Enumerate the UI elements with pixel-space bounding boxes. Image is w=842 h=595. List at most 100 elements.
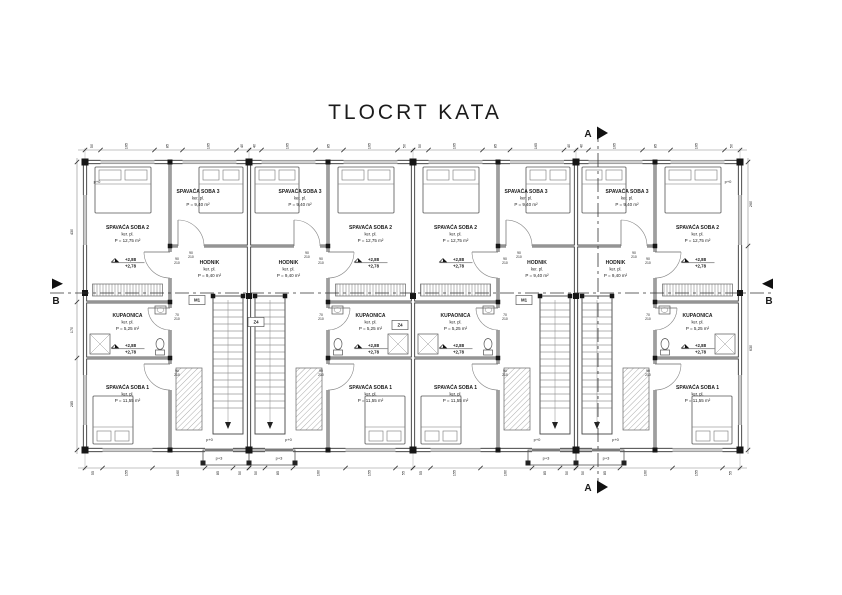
column bbox=[409, 446, 417, 454]
door-size-width: 70 bbox=[175, 313, 179, 317]
door-opening bbox=[167, 308, 173, 330]
level-symbol bbox=[443, 258, 447, 262]
dimension-tick bbox=[573, 147, 579, 153]
tag-label: M1 bbox=[521, 298, 528, 303]
column bbox=[652, 447, 658, 453]
dimension-label: 165 bbox=[286, 143, 290, 149]
column bbox=[246, 293, 252, 299]
door-swing bbox=[620, 219, 648, 247]
dimension-label: 50 bbox=[90, 144, 94, 148]
room-soba2-area: P = 12,75 m² bbox=[115, 238, 141, 243]
section-arrow-b-right bbox=[762, 278, 773, 289]
room-hodnik-finish: ker. pl. bbox=[203, 267, 215, 272]
toilet bbox=[155, 338, 165, 350]
dimension-label: 40 bbox=[240, 144, 244, 148]
dimension-tick bbox=[722, 147, 727, 153]
room-soba3-area: P = 9,40 m² bbox=[615, 202, 639, 207]
floor-mark: p+3 bbox=[543, 456, 551, 461]
level-upper: +2,88 bbox=[695, 343, 707, 348]
column bbox=[495, 447, 501, 453]
room-soba1-area: P = 11,55 m² bbox=[358, 398, 384, 403]
dimension-tick bbox=[480, 147, 485, 153]
section-label-b-right: B bbox=[765, 296, 772, 307]
sink-basin bbox=[156, 307, 165, 313]
column bbox=[652, 355, 658, 361]
dimension-label: 170 bbox=[70, 327, 74, 333]
level-upper: +2,88 bbox=[695, 257, 707, 262]
section-marker-a: A A bbox=[584, 126, 608, 494]
dimension-tick bbox=[557, 465, 563, 471]
room-kupaonica-name: KUPAONICA bbox=[356, 313, 386, 319]
door-opening bbox=[495, 364, 501, 390]
dimension-tick bbox=[426, 147, 431, 153]
dimension-label: 40 bbox=[567, 144, 571, 148]
pillow bbox=[452, 169, 476, 181]
level-symbol bbox=[685, 344, 689, 348]
door-size-height: 210 bbox=[631, 255, 637, 259]
dimension-tick bbox=[246, 465, 252, 471]
door-size-width: 90 bbox=[517, 251, 521, 255]
door-swing bbox=[177, 219, 205, 247]
room-soba1-area: P = 11,55 m² bbox=[443, 398, 469, 403]
dimension-tick bbox=[230, 465, 236, 471]
dimension-label: 165 bbox=[207, 143, 211, 149]
pillow bbox=[386, 430, 402, 442]
dimension-label: 160 bbox=[316, 470, 320, 476]
dimension-tick bbox=[737, 147, 743, 153]
level-symbol bbox=[443, 344, 447, 348]
dimension-tick bbox=[393, 465, 398, 471]
dimension-tick bbox=[234, 147, 239, 153]
dimension-tick bbox=[589, 465, 595, 471]
room-hodnik-finish: ker. pl. bbox=[282, 267, 294, 272]
door-opening bbox=[325, 252, 331, 278]
column bbox=[537, 293, 543, 299]
column bbox=[652, 243, 658, 249]
door-size-height: 210 bbox=[174, 261, 180, 265]
shower bbox=[714, 333, 736, 355]
room-kupaonica-finish: ker. pl. bbox=[364, 320, 376, 325]
dimension-tick bbox=[507, 147, 513, 153]
column bbox=[567, 293, 573, 299]
dimension-tick bbox=[82, 147, 88, 153]
door-swing bbox=[654, 251, 682, 279]
dimension-label: 285 bbox=[70, 401, 74, 407]
door-size-height: 210 bbox=[174, 373, 180, 377]
floor-mark: p+3 bbox=[216, 456, 224, 461]
section-label-a-bottom: A bbox=[584, 483, 591, 494]
room-soba1-name: SPAVAĆA SOBA 1 bbox=[676, 383, 719, 391]
room-kupaonica-area: P = 5,25 m² bbox=[686, 326, 710, 331]
level-lower: +2,78 bbox=[695, 264, 707, 269]
column bbox=[245, 446, 253, 454]
room-kupaonica-name: KUPAONICA bbox=[113, 313, 143, 319]
dimension-tick bbox=[150, 465, 155, 471]
tag-box bbox=[515, 295, 533, 305]
toilet-tank bbox=[155, 349, 165, 356]
room-soba3-finish: ker. pl. bbox=[192, 196, 204, 201]
shower bbox=[89, 333, 111, 355]
door-opening bbox=[325, 308, 331, 330]
room-soba1-area: P = 11,55 m² bbox=[115, 398, 141, 403]
door-swing bbox=[505, 219, 533, 247]
pillow bbox=[549, 169, 567, 181]
pillow bbox=[367, 169, 391, 181]
door-swing bbox=[327, 251, 355, 279]
column bbox=[210, 293, 216, 299]
column bbox=[325, 159, 331, 165]
column bbox=[167, 355, 173, 361]
bed bbox=[664, 166, 722, 214]
sink-basin bbox=[484, 307, 493, 313]
room-soba3-area: P = 9,40 m² bbox=[288, 202, 312, 207]
room-soba2-finish: ker. pl. bbox=[449, 232, 461, 237]
door-size-width: 90 bbox=[632, 251, 636, 255]
room-hodnik-finish: ker. pl. bbox=[531, 267, 543, 272]
dimension-label: 50 bbox=[238, 471, 242, 475]
room-soba3-finish: ker. pl. bbox=[520, 196, 532, 201]
column bbox=[495, 159, 501, 165]
dimension-tick bbox=[246, 147, 252, 153]
dimension-tick bbox=[561, 147, 567, 153]
tag-box bbox=[188, 295, 206, 305]
dimension-tick bbox=[290, 465, 296, 471]
dimension-label: 55 bbox=[401, 471, 405, 475]
column bbox=[495, 355, 501, 361]
